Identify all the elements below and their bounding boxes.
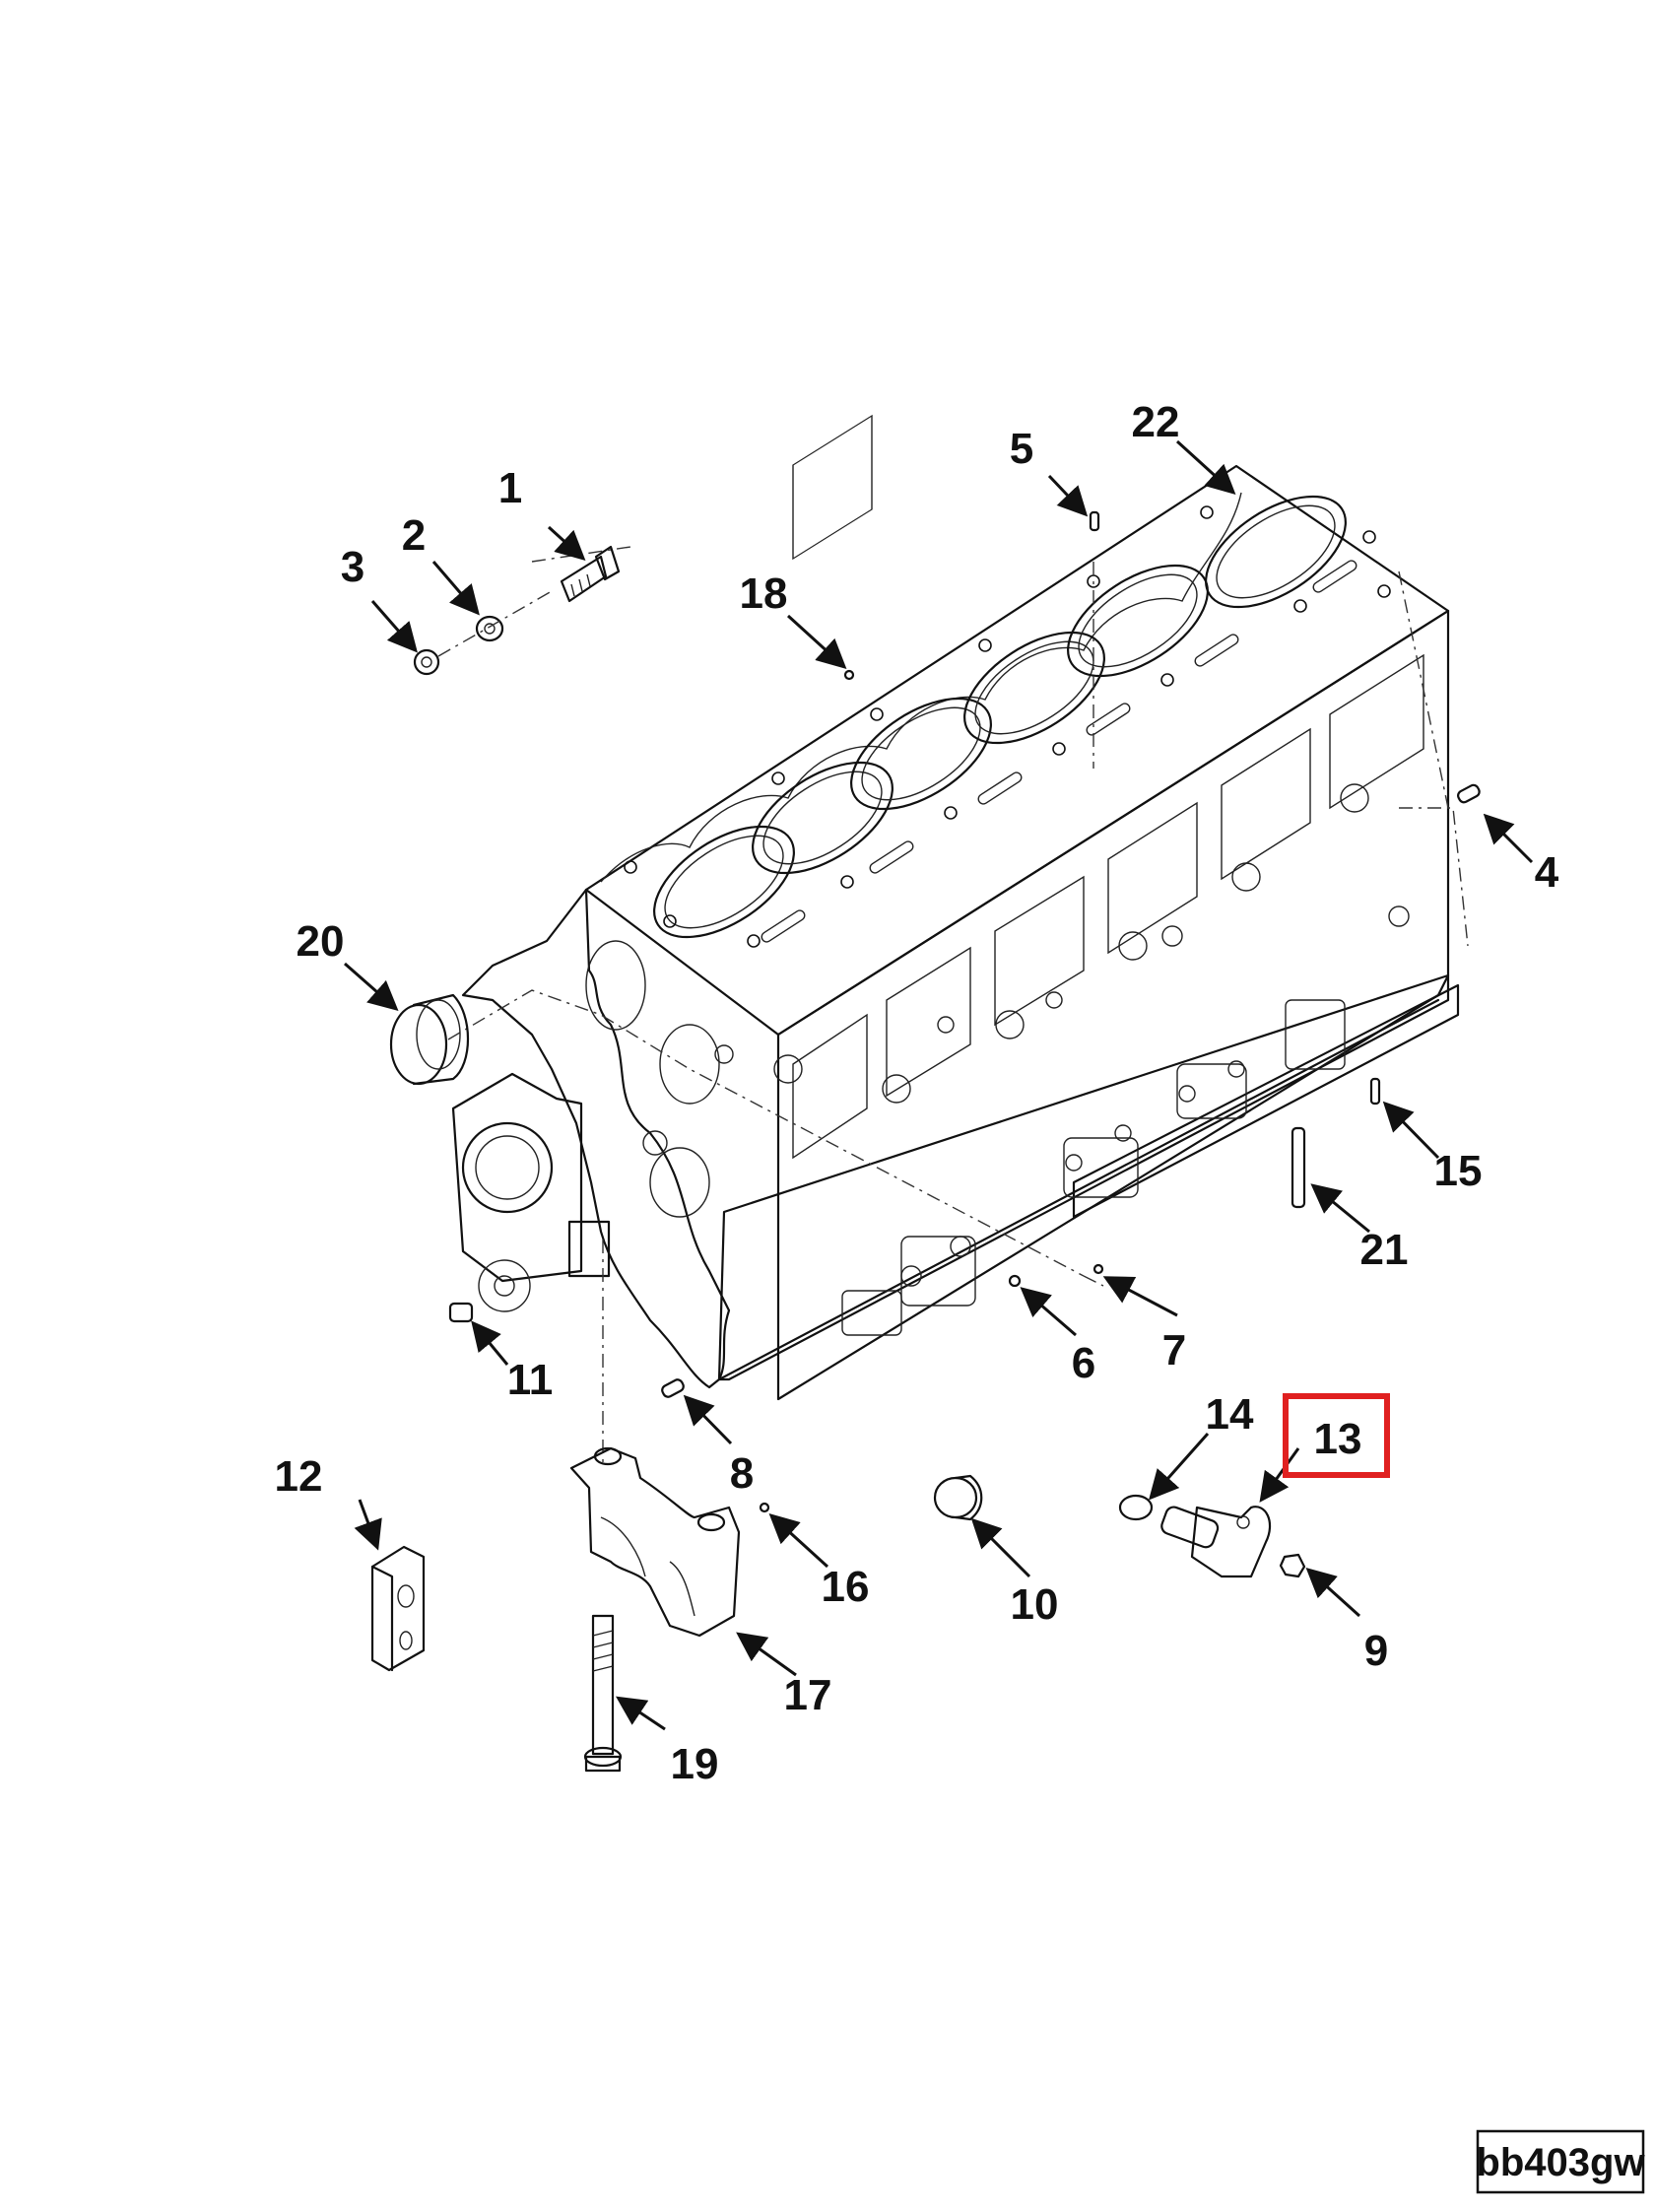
plug-part-7 (1092, 1263, 1104, 1275)
callout-21: 21 (1360, 1226, 1409, 1274)
washer-part-3 (413, 648, 440, 676)
plug-part-11 (448, 1302, 474, 1323)
plate-part-12 (370, 1545, 426, 1672)
callout-15: 15 (1434, 1147, 1483, 1195)
highlight-box (1283, 1393, 1390, 1478)
callout-10: 10 (1011, 1580, 1059, 1629)
front-disc (478, 1259, 531, 1312)
callout-13: 13 (1314, 1415, 1362, 1463)
cup-plug-part-10 (933, 1474, 983, 1521)
callout-5: 5 (1010, 425, 1033, 473)
bearing-cap-part-17 (569, 1446, 741, 1638)
cylinder-bores (653, 495, 1347, 939)
pin-part-15 (1369, 1077, 1381, 1106)
callout-20: 20 (297, 917, 345, 966)
pin-part-18 (843, 669, 855, 681)
callout-8: 8 (730, 1449, 754, 1498)
callout-16: 16 (822, 1563, 870, 1611)
leader-arrows (344, 439, 1534, 1731)
pin-part-5 (1089, 510, 1100, 532)
drawing-code: bb403gw (1476, 2141, 1645, 2184)
engine-block (447, 414, 1469, 1468)
callout-12: 12 (275, 1452, 323, 1501)
plug-part-6 (1008, 1274, 1022, 1288)
callout-labels: 1 2 3 4 5 6 7 8 9 10 11 12 14 15 16 17 1… (275, 398, 1559, 1788)
callout-11: 11 (507, 1356, 554, 1404)
front-housing-features (585, 940, 734, 1218)
coolant-slots (761, 560, 1357, 943)
highlighted-callout-13: 13 (1283, 1393, 1390, 1478)
callout-19: 19 (671, 1740, 719, 1788)
callout-1: 1 (498, 464, 522, 512)
valve-part-13 (1160, 1506, 1272, 1578)
callout-6: 6 (1072, 1339, 1095, 1387)
o-ring-part-14 (1118, 1494, 1154, 1521)
bolt-part-1 (560, 545, 621, 603)
cap-bolt-part-19 (583, 1614, 623, 1773)
dowel-part-16 (759, 1502, 770, 1513)
dowel-part-8 (661, 1378, 685, 1398)
cam-bosses (773, 783, 1410, 1104)
callout-9: 9 (1364, 1627, 1388, 1675)
drawing-code-box: bb403gw (1476, 2129, 1645, 2194)
tube-part-21 (1291, 1126, 1306, 1209)
sleeve-part-20 (389, 993, 469, 1086)
side-windows (792, 414, 1424, 1160)
callout-3: 3 (341, 543, 364, 591)
fitting-part-9 (1279, 1553, 1306, 1578)
nut-part-2 (475, 615, 504, 642)
callout-22: 22 (1132, 398, 1180, 446)
callout-17: 17 (784, 1671, 832, 1719)
dowel-part-4 (1457, 783, 1481, 804)
callout-7: 7 (1162, 1326, 1186, 1374)
side-bosses (841, 999, 1346, 1336)
callout-2: 2 (402, 511, 426, 560)
callout-14: 14 (1206, 1390, 1254, 1439)
callout-4: 4 (1535, 848, 1559, 897)
callout-18: 18 (740, 570, 788, 618)
